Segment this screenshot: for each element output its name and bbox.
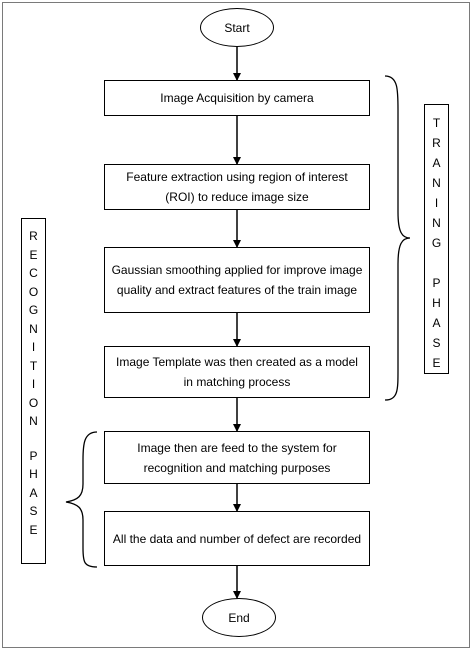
- phase-letter: E: [29, 522, 38, 537]
- phase-letter: G: [431, 236, 442, 250]
- start-terminal: Start: [200, 8, 274, 47]
- phase-letter: H: [432, 296, 441, 310]
- step-feed-to-system: Image then are feed to the system for re…: [104, 431, 370, 484]
- phase-letter: P: [29, 448, 38, 463]
- phase-letter: C: [29, 266, 38, 280]
- step-image-acquisition: Image Acquisition by camera: [104, 80, 370, 116]
- phase-letter: T: [432, 116, 441, 130]
- phase-letter: P: [432, 276, 441, 290]
- phase-letter: H: [29, 467, 38, 481]
- figure-frame: [2, 2, 470, 648]
- training-phase-brace: [384, 75, 411, 401]
- phase-letter: R: [29, 229, 38, 243]
- phase-letter: I: [31, 340, 36, 354]
- phase-letter: I: [434, 196, 439, 210]
- phase-letter: R: [432, 136, 441, 150]
- phase-letter: I: [31, 377, 36, 391]
- step-feature-extraction: Feature extraction using region of inter…: [104, 164, 370, 210]
- phase-letter: N: [29, 414, 38, 428]
- step-image-template: Image Template was then created as a mod…: [104, 346, 370, 398]
- phase-letter: N: [432, 176, 441, 190]
- step-record-data: All the data and number of defect are re…: [104, 511, 370, 566]
- end-terminal: End: [202, 598, 276, 637]
- phase-letter: N: [432, 216, 441, 230]
- phase-letter: A: [432, 316, 441, 330]
- phase-letter: O: [28, 284, 39, 299]
- phase-letter: S: [432, 336, 441, 350]
- phase-letter: A: [29, 485, 38, 500]
- phase-letter: E: [432, 356, 441, 370]
- step-gaussian-smoothing: Gaussian smoothing applied for improve i…: [104, 247, 370, 313]
- phase-letter: S: [29, 504, 38, 518]
- phase-letter: O: [28, 395, 39, 410]
- phase-letter: T: [29, 358, 38, 373]
- phase-letter: G: [28, 303, 39, 317]
- phase-letter: N: [29, 321, 38, 336]
- phase-letter: E: [29, 247, 38, 262]
- recognition-phase-brace: [65, 431, 98, 568]
- phase-letter: A: [432, 156, 441, 170]
